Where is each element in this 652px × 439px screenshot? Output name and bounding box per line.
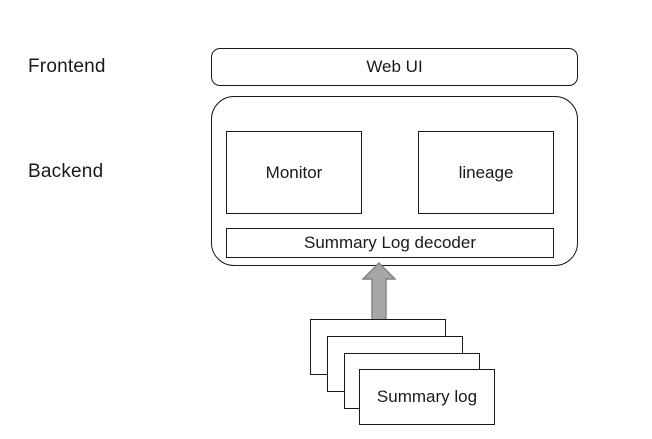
upward-flow-arrow-icon: [362, 262, 396, 322]
summary-log-card: Summary log: [359, 369, 495, 425]
web-ui-box: Web UI: [211, 48, 578, 86]
summary-log-decoder-box: Summary Log decoder: [226, 228, 554, 258]
tier-label-backend: Backend: [28, 161, 104, 182]
monitor-box: Monitor: [226, 131, 362, 214]
lineage-box: lineage: [418, 131, 554, 214]
tier-label-frontend: Frontend: [28, 56, 106, 77]
